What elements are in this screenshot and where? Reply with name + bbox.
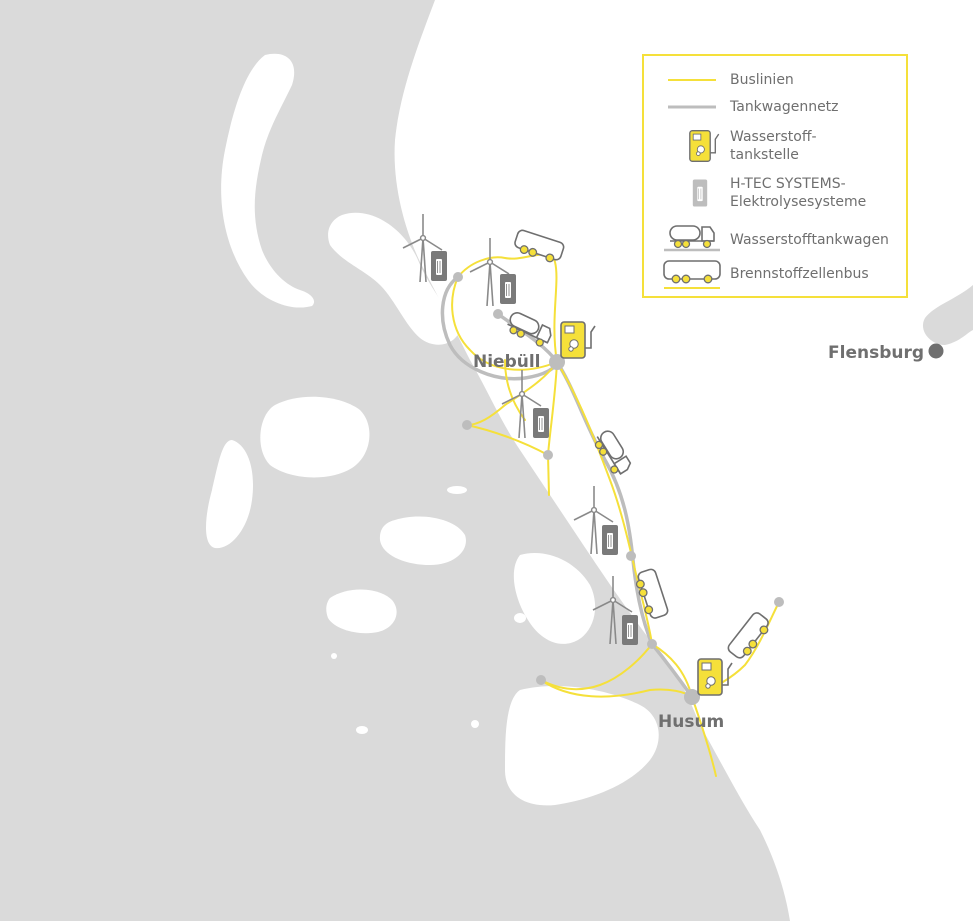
legend-label-line2: Elektrolysesysteme — [730, 194, 867, 210]
network-nodes — [453, 272, 784, 705]
node-bredstedt — [626, 551, 636, 561]
tanker-truck-icon — [503, 309, 555, 350]
island-sylt — [221, 53, 315, 308]
node-north — [453, 272, 463, 282]
electrolyser-icon — [692, 179, 708, 207]
fuel-pump-icon — [697, 658, 733, 696]
node-south — [543, 450, 553, 460]
sea-inlet-north — [328, 212, 460, 345]
city-label-flensburg: Flensburg — [828, 343, 924, 363]
electrolyser-icon — [430, 250, 448, 282]
small-island-5 — [471, 720, 479, 728]
legend-label: Brennstoffzellenbus — [730, 266, 869, 282]
small-island-3 — [514, 613, 526, 623]
city-label-niebuell: Niebüll — [473, 352, 541, 372]
node-mid — [647, 639, 657, 649]
legend-label-line1: Wasserstoff- — [730, 129, 817, 145]
node-east — [774, 597, 784, 607]
electrolyser-icon — [499, 273, 517, 305]
island-pellworm — [379, 516, 466, 565]
node-sw — [536, 675, 546, 685]
eiderstedt-inlet — [505, 685, 659, 806]
small-island-6 — [331, 653, 337, 659]
legend: Buslinien Tankwagennetz Wasserstoff- tan… — [642, 54, 908, 298]
island-foehr — [260, 396, 370, 478]
yellow-line-icon — [668, 79, 716, 81]
halligen-area — [326, 589, 397, 634]
bus-lines — [451, 253, 780, 777]
legend-label: Buslinien — [730, 72, 794, 88]
tanker-truck-icon — [590, 427, 635, 479]
island-amrum — [206, 440, 254, 549]
electrolyser-icon — [601, 524, 619, 556]
bus-icon — [725, 610, 774, 663]
electrolyser-icon — [532, 407, 550, 439]
legend-label-line1: H-TEC SYSTEMS- — [730, 176, 846, 192]
fuel-pump-icon — [689, 130, 720, 162]
legend-label: Wasserstofftankwagen — [730, 232, 889, 248]
bus-icon — [663, 260, 721, 289]
node-dagebuell — [493, 309, 503, 319]
node-west — [462, 420, 472, 430]
legend-label: Tankwagennetz — [730, 99, 839, 115]
city-label-husum: Husum — [658, 712, 724, 732]
small-island-4 — [356, 726, 368, 734]
tanker-truck-icon — [664, 225, 720, 252]
electrolyser-icon — [621, 614, 639, 646]
fuel-pump-icon — [560, 321, 596, 359]
city-dot-husum — [684, 689, 700, 705]
small-island-1 — [447, 486, 467, 494]
gray-line-icon — [668, 105, 716, 109]
city-dot-flensburg — [928, 343, 944, 359]
land-area-east — [922, 285, 973, 345]
bus-icon — [511, 228, 566, 266]
small-island-2 — [526, 570, 540, 582]
city-dot-niebuell — [549, 354, 565, 370]
legend-label-line2: tankstelle — [730, 147, 799, 163]
